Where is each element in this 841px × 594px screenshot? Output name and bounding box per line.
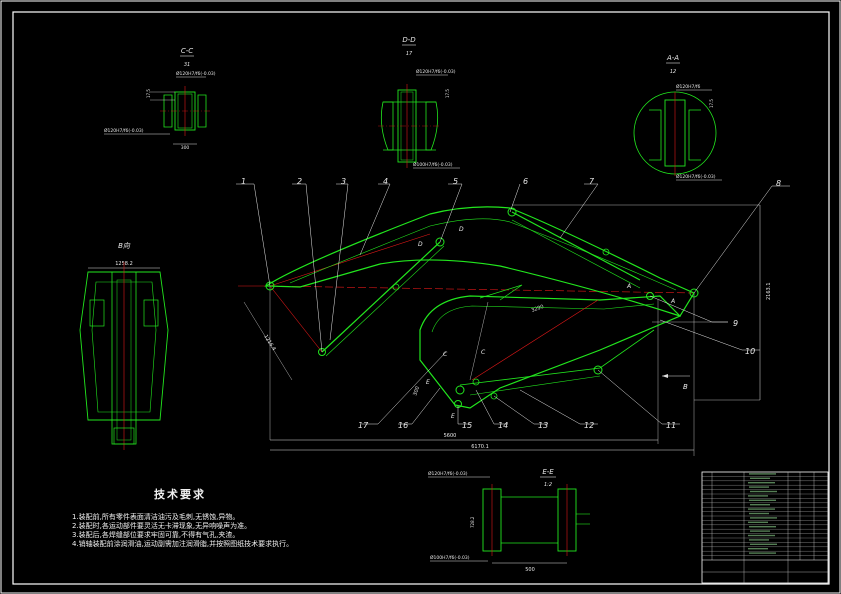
balloon-label: 9 — [733, 319, 738, 328]
balloon-label: 6 — [523, 177, 528, 186]
section-dd-title: D-D — [402, 36, 416, 44]
title-block — [701, 471, 829, 584]
balloon-label: 7 — [589, 177, 595, 186]
title-block-cell-fill — [750, 517, 777, 519]
dim-boom-len1: 5600 — [444, 433, 457, 439]
ee-height-dim: 728.2 — [470, 516, 475, 528]
title-block-cell-fill — [749, 512, 769, 515]
balloon-label: 14 — [498, 421, 508, 430]
section-cc: C-C 31 Ø120H7/f6(-0.03) 17.5 Ø120H7/f6(-… — [104, 47, 216, 151]
aa-tolerance-top: Ø120H7/f6 — [676, 83, 700, 90]
ee-width-dim: 500 — [525, 567, 535, 573]
balloons: 1 2 3 4 5 6 7 8 9 10 11 12 13 14 15 16 1… — [241, 177, 781, 430]
ee-tolerance-bot: Ø100H7/f6(-0.03) — [430, 554, 470, 561]
title-block-cell-fill — [748, 508, 775, 510]
cut-label: A — [670, 298, 675, 305]
notes-line: 2.装配时,各运动部件要灵活无卡滞现象,无异响噪声为准。 — [72, 522, 252, 530]
title-block-cell-fill — [748, 548, 768, 550]
aa-tolerance-bot: Ø120H7/f6(-0.03) — [676, 173, 716, 180]
dim-boom-height: 2163.1 — [766, 283, 772, 301]
cut-label: C — [443, 351, 448, 358]
dim-diag2: 300 — [412, 386, 421, 397]
cc-tolerance-top: Ø120H7/f6(-0.03) — [176, 70, 216, 77]
title-block-cell-fill — [748, 534, 775, 537]
leaders — [236, 183, 790, 425]
dim-diag1: 1216.4 — [262, 334, 276, 352]
b-view: B向 1258.2 — [79, 242, 169, 450]
balloon-label: 11 — [666, 421, 676, 430]
section-aa: A-A 12 Ø120H7/f6 17.5 Ø120H7/f6(-0.03) — [633, 54, 722, 181]
ee-tolerance-top: Ø120H7/f6(-0.03) — [428, 470, 468, 477]
section-dd-scale: 17 — [406, 51, 413, 57]
title-block-cell-fill — [749, 539, 769, 541]
section-aa-title: A-A — [666, 54, 679, 62]
balloon-label: 10 — [745, 347, 755, 356]
cut-label: A — [626, 283, 631, 290]
title-block-cell-fill — [750, 477, 770, 479]
notes-title: 技术要求 — [154, 488, 206, 501]
boom-assembly: 5600 6170.1 2163.1 1216.4 300 3290 — [238, 204, 772, 456]
title-block-cell-fill — [748, 482, 775, 484]
title-block-cell-fill — [749, 526, 776, 528]
dd-height-dim: 17.5 — [445, 89, 450, 98]
title-block-cell-fill — [749, 552, 776, 554]
cut-label: E — [426, 379, 430, 386]
title-block-cell-fill — [749, 473, 776, 475]
balloon-label: 15 — [462, 421, 472, 430]
section-dd: D-D 17 Ø120H7/f6(-0.03) 17.5 Ø100H7/f6(-… — [378, 36, 460, 169]
notes-line: 4.销轴装配前涂润滑油,运动副需加注润滑脂,并按照图纸技术要求执行。 — [72, 540, 294, 548]
balloon-label: 2 — [297, 177, 302, 186]
title-block-cell-fill — [750, 490, 777, 493]
cut-label: E — [451, 413, 455, 420]
notes-line: 1.装配前,所有零件表面清洁油污及毛刺,无锈蚀,异物。 — [72, 513, 240, 521]
cc-tolerance-bot: Ø120H7/f6(-0.03) — [104, 127, 144, 134]
dd-tolerance-top: Ø120H7/f6(-0.03) — [416, 68, 456, 75]
cut-label: D — [418, 241, 423, 248]
cc-height-dim: 17.5 — [146, 89, 151, 98]
balloon-label: 12 — [584, 421, 594, 430]
aa-height-dim: 17.5 — [709, 99, 714, 108]
b-view-title: B向 — [118, 242, 131, 250]
dim-boom-len2: 6170.1 — [471, 444, 489, 450]
dd-tolerance-bot: Ø100H7/f6(-0.03) — [413, 161, 453, 168]
balloon-label: 16 — [398, 421, 408, 430]
dim-diag3: 3290 — [531, 304, 545, 314]
cut-label: D — [459, 226, 464, 233]
section-cc-title: C-C — [181, 47, 193, 55]
balloon-label: 4 — [383, 177, 388, 186]
title-block-cell-fill — [750, 530, 770, 532]
section-cc-scale: 31 — [184, 62, 190, 68]
cut-label: C — [481, 349, 486, 356]
balloon-label: 17 — [358, 421, 369, 430]
balloon-label: 5 — [453, 177, 458, 186]
title-block-cell-fill — [749, 499, 776, 501]
section-ee-title: E-E — [542, 468, 554, 476]
section-aa-scale: 12 — [670, 69, 676, 75]
cc-width-dim: 300 — [181, 145, 190, 151]
section-ee: E-E 1:2 Ø120H7/f6(-0.03) 728.2 Ø100H7/f6… — [428, 468, 590, 573]
notes-line: 3.装配后,各焊缝部位要求牢固可靠,不得有气孔,夹渣。 — [72, 531, 240, 539]
title-block-cell-fill — [748, 521, 768, 523]
title-block-cell-fill — [750, 504, 770, 506]
title-block-cell-fill — [749, 486, 769, 488]
title-block-cell-fill — [748, 495, 768, 497]
balloon-label: 1 — [241, 177, 246, 186]
balloon-label: 3 — [341, 177, 346, 186]
cut-marks: A A C C D D E E — [418, 226, 675, 420]
balloon-label: 13 — [538, 421, 548, 430]
inner-frame — [12, 11, 830, 585]
balloon-label: 8 — [776, 179, 781, 188]
view-arrow-b: B — [683, 383, 688, 391]
section-ee-scale: 1:2 — [544, 482, 552, 488]
title-block-cell-fill — [750, 543, 777, 545]
